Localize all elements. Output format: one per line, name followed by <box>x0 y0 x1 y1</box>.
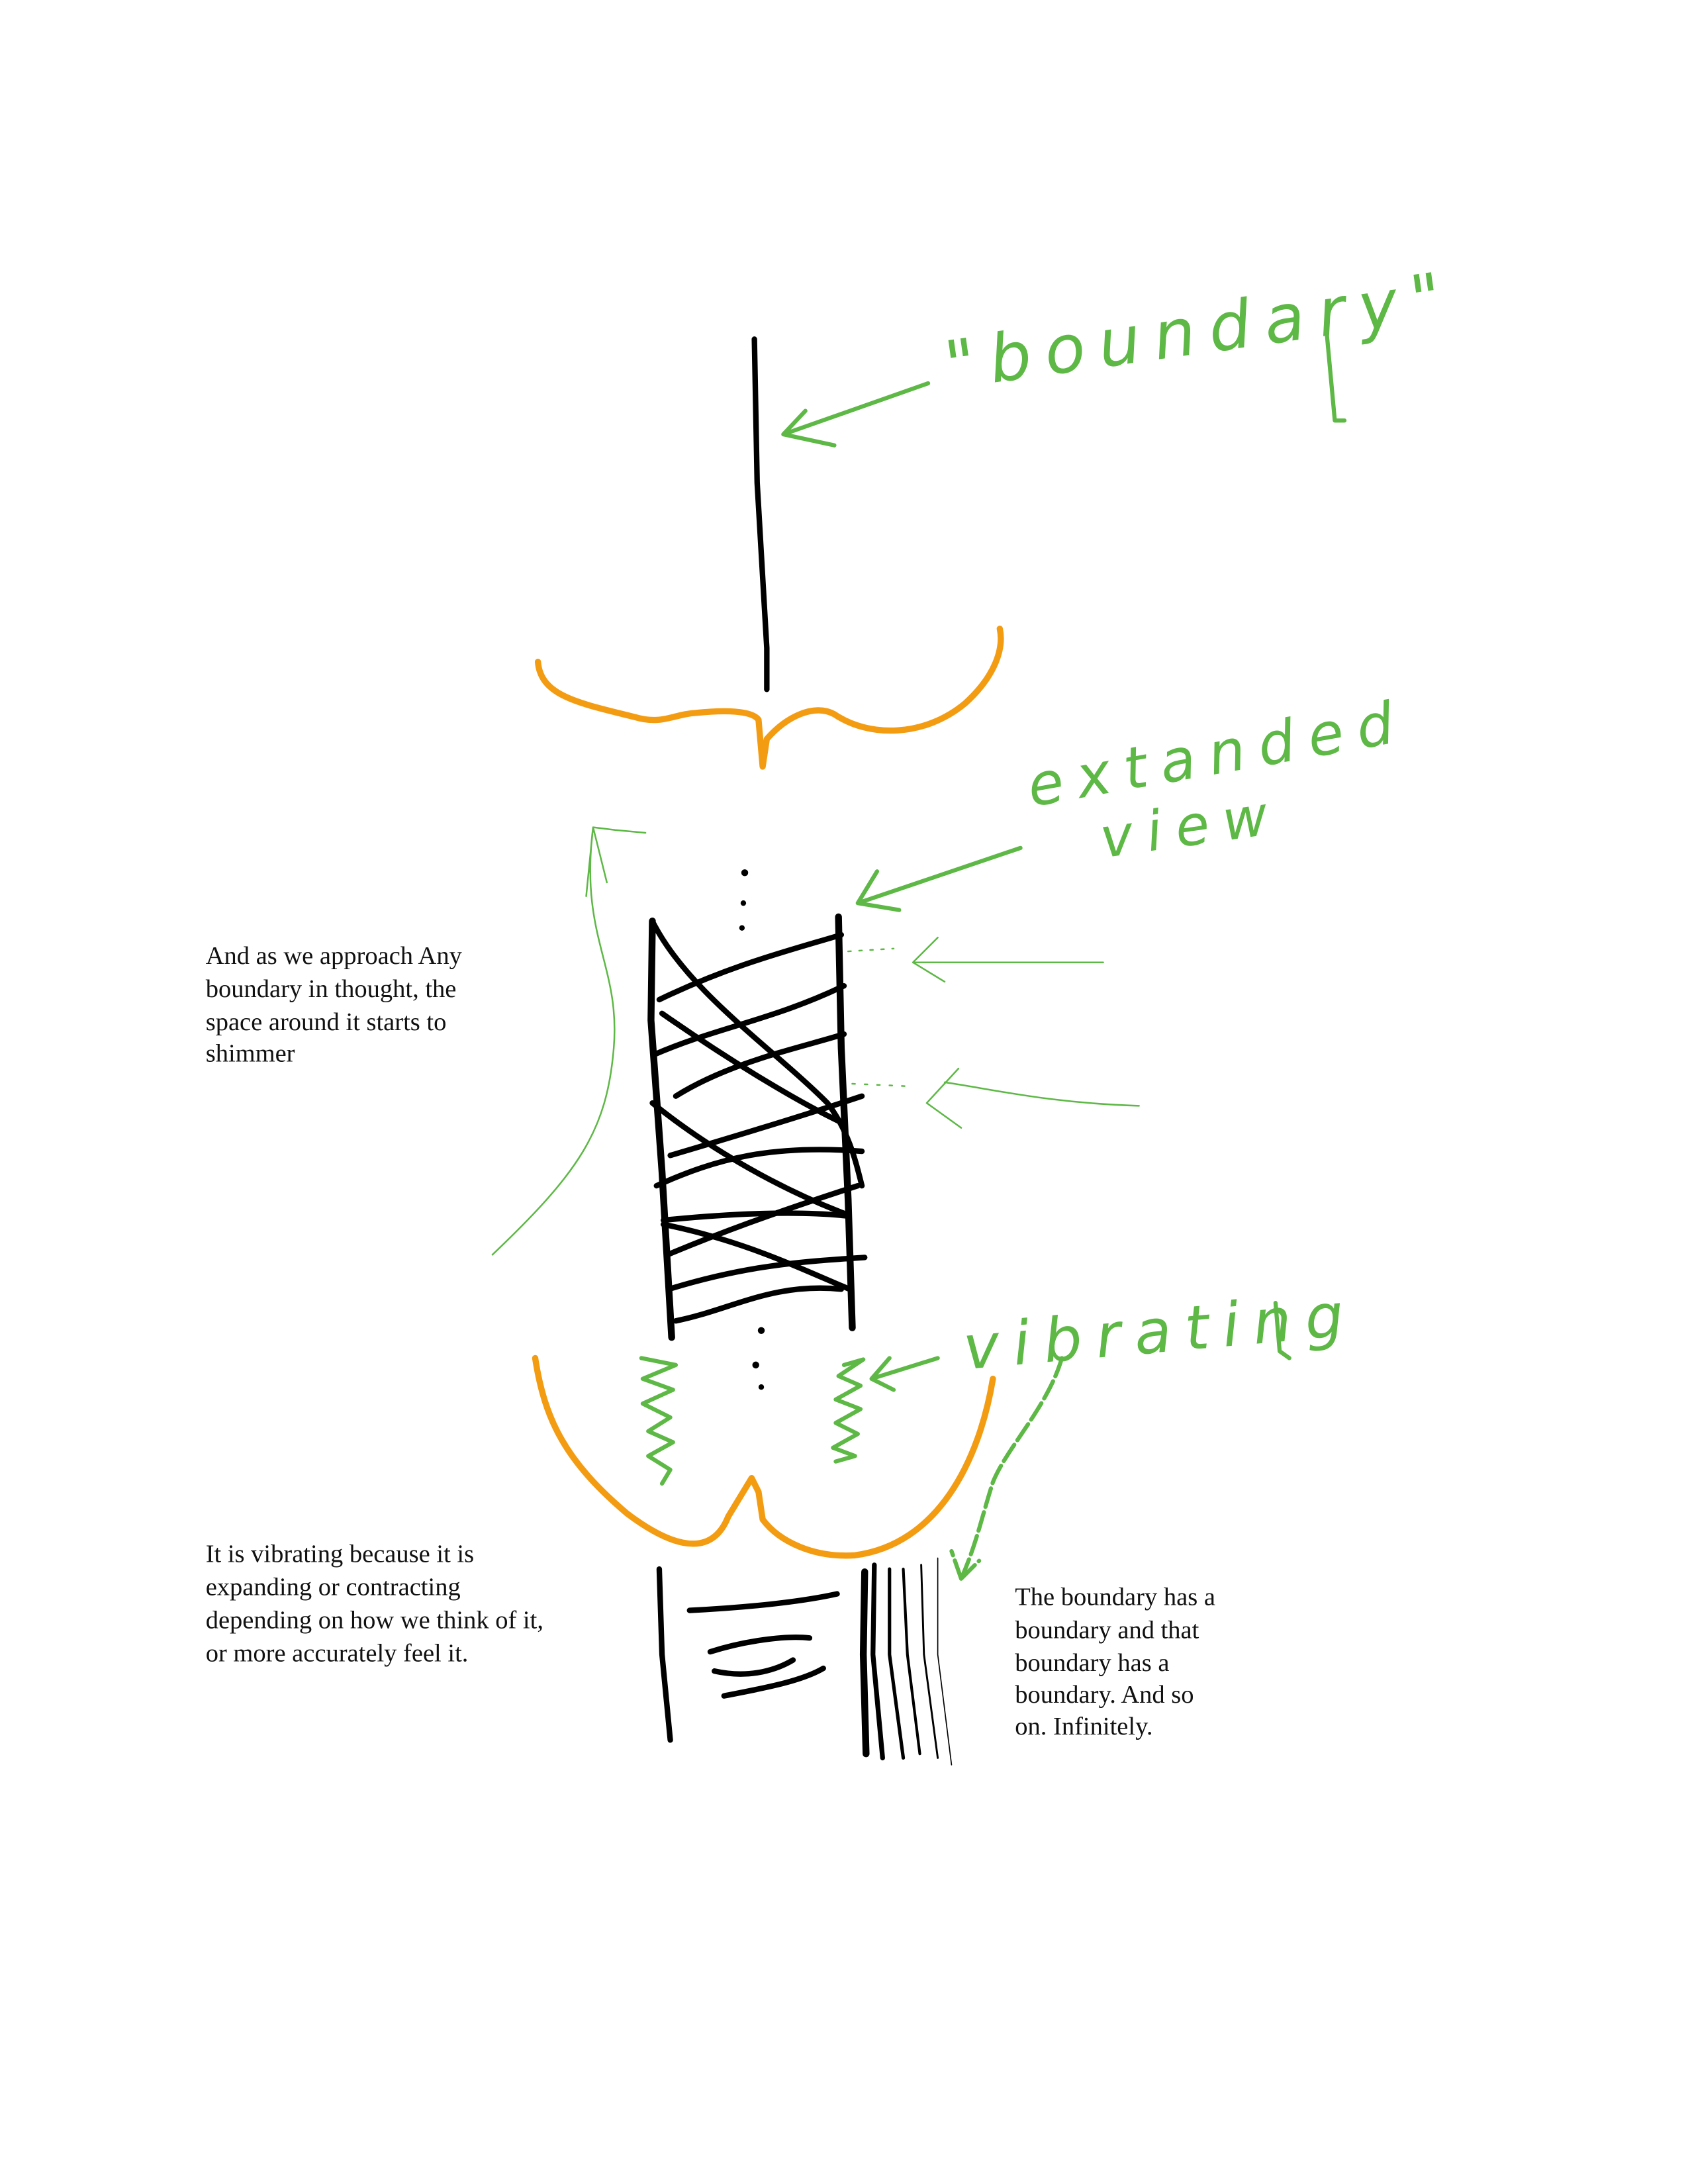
expanded-view-arrow <box>855 845 1023 912</box>
vibrating-label: vibrating <box>961 1278 1360 1384</box>
note-infinite: The boundary has a boundary and that bou… <box>1015 1583 1221 1740</box>
vibrating-arrow <box>869 1356 940 1392</box>
nested-boundaries-sketch <box>859 1557 953 1766</box>
boundary-label: "boundary" <box>940 256 1460 404</box>
bottom-brace <box>532 1354 996 1559</box>
boundary-arrow <box>781 381 931 448</box>
continuation-dots-top <box>739 869 749 931</box>
contracting-sketch <box>656 1566 840 1743</box>
vibrating-label-tail <box>1273 1301 1291 1360</box>
note-shimmer: And as we approach Any boundary in thoug… <box>206 942 469 1068</box>
note-vibrating: It is vibrating because it is expanding … <box>206 1541 550 1668</box>
shimmer-arrow <box>491 826 647 1256</box>
boundary-label-tail <box>1324 328 1347 423</box>
vibration-zigzag-left <box>639 1356 679 1486</box>
expanded-boundary <box>647 913 868 1341</box>
shimmer-arrow-upper <box>847 936 1104 983</box>
boundary-line <box>751 336 770 692</box>
continuation-dots-bottom <box>752 1327 765 1390</box>
vibration-zigzag-right <box>831 1357 866 1464</box>
infinite-arrow <box>949 1356 1064 1581</box>
top-brace <box>534 626 1004 770</box>
shimmer-arrow-lower <box>851 1067 1140 1129</box>
